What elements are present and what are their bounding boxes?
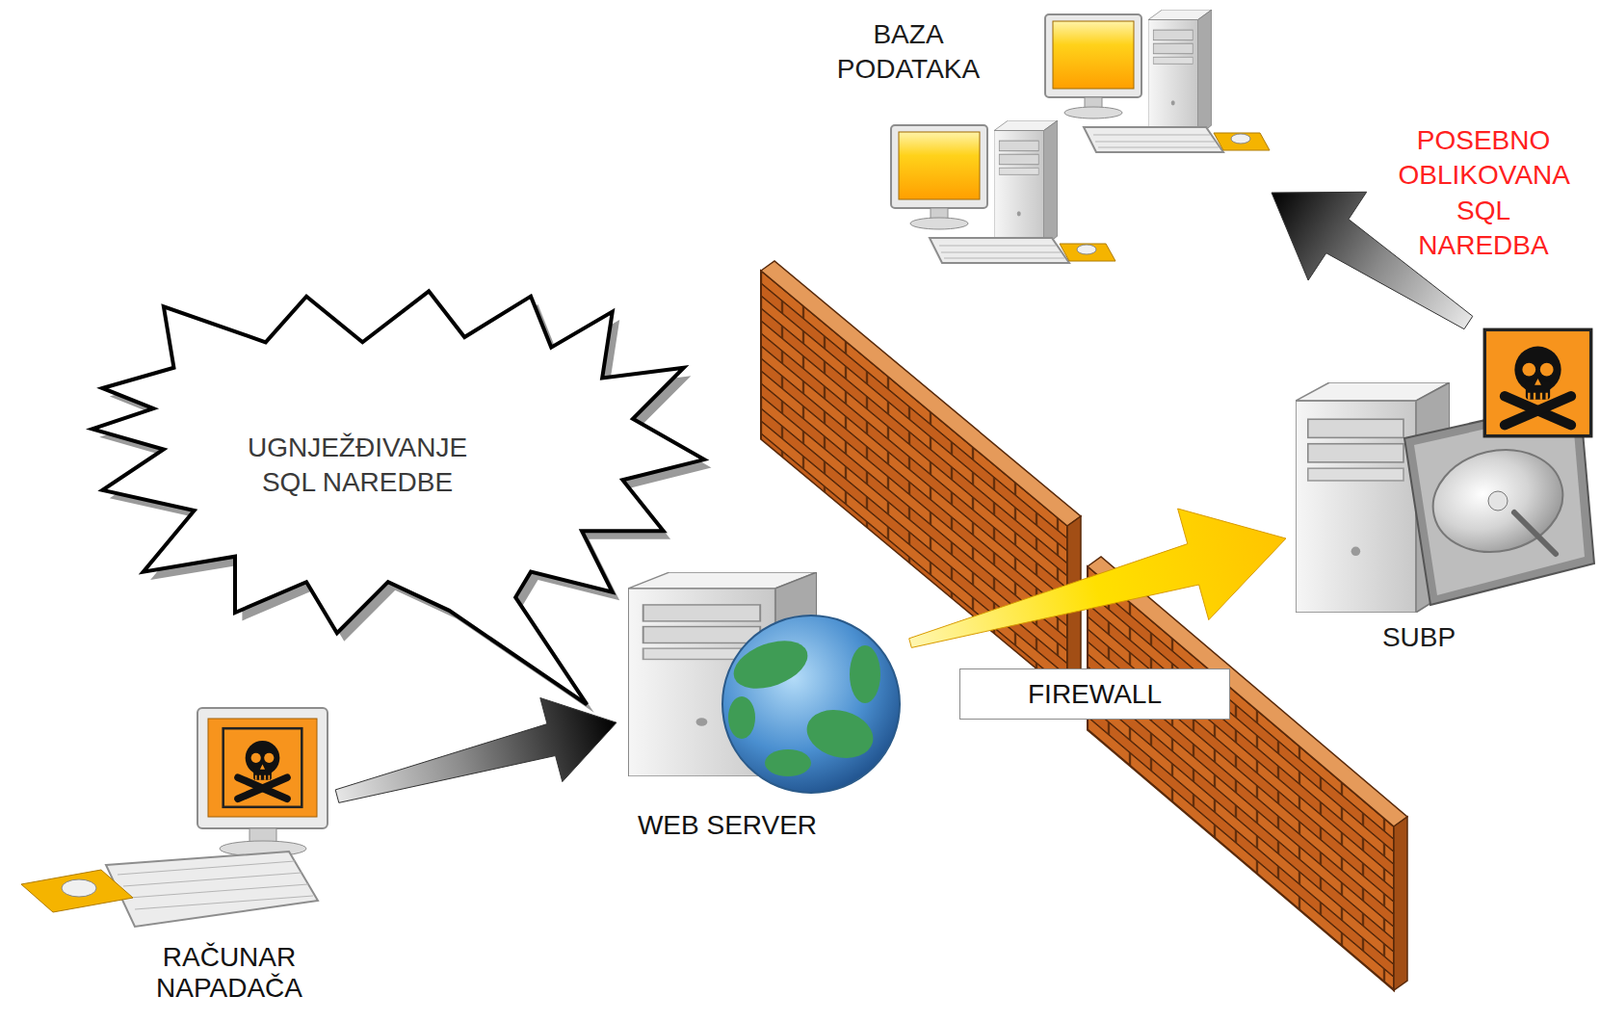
web-server-art-part-part <box>764 749 812 777</box>
attacker-node: RAČUNAR NAPADAČA <box>14 698 338 1015</box>
attacker-computer-art-part <box>223 728 303 808</box>
black-block-arrow <box>335 698 617 804</box>
web-server-node: WEB SERVER <box>616 563 911 848</box>
brick-wall-upper-part <box>760 261 1081 526</box>
web-server-art-part-part <box>728 696 756 739</box>
attacker-computer-art <box>21 708 328 927</box>
attacker-computer-art-part <box>117 861 314 910</box>
node-label: UGNJEŽĐIVANJE SQL NAREDBE <box>247 430 468 501</box>
database-node: BAZA PODATAKA <box>799 9 1272 289</box>
bubble-shape <box>92 290 705 705</box>
web-server-art-part <box>722 615 900 793</box>
dbms-server-art-part <box>1488 491 1508 511</box>
database-computers-art-part <box>891 120 1116 263</box>
web-server-art-part-part <box>849 645 881 704</box>
attacker-computer-art-part <box>61 879 97 897</box>
brick-wall-lower <box>1087 556 1408 991</box>
node-label: FIREWALL <box>1027 678 1162 711</box>
database-computers-art-part <box>1045 9 1270 153</box>
node-label: RAČUNAR NAPADAČA <box>156 942 303 1004</box>
database-computers-art <box>891 9 1270 263</box>
node-label: BAZA PODATAKA <box>837 17 980 88</box>
brick-wall-lower-part <box>1393 816 1408 991</box>
yellow-block-arrow <box>909 508 1286 648</box>
edge-label: POSEBNO OBLIKOVANA SQL NAREDBA <box>1398 123 1570 264</box>
node-label: WEB SERVER <box>637 809 817 842</box>
web-server-art-part <box>727 631 881 777</box>
attacker-computer-art-part <box>208 718 317 817</box>
speech-bubble: UGNJEŽĐIVANJE SQL NAREDBE <box>96 285 704 700</box>
attacker-computer-art-part <box>105 851 318 927</box>
attacker-computer-art-part <box>197 708 328 829</box>
attacker-computer-art-part <box>21 869 133 913</box>
dbms-server-art <box>1295 329 1595 613</box>
black-block-arrow <box>1271 191 1473 329</box>
web-server-art-part-part <box>801 703 879 765</box>
dbms-server-art-part <box>1514 512 1556 554</box>
label-layer: POSEBNO OBLIKOVANA SQL NAREDBA <box>0 0 1600 141</box>
web-server-art <box>628 572 900 793</box>
node-label: SUBP <box>1382 621 1456 655</box>
web-server-art-part-part <box>727 631 814 699</box>
dbms-server-art-part <box>1484 329 1591 436</box>
dbms-node: SUBP <box>1285 322 1596 660</box>
firewall-box: FIREWALL <box>959 668 1231 720</box>
dbms-server-art-part <box>1422 437 1574 565</box>
